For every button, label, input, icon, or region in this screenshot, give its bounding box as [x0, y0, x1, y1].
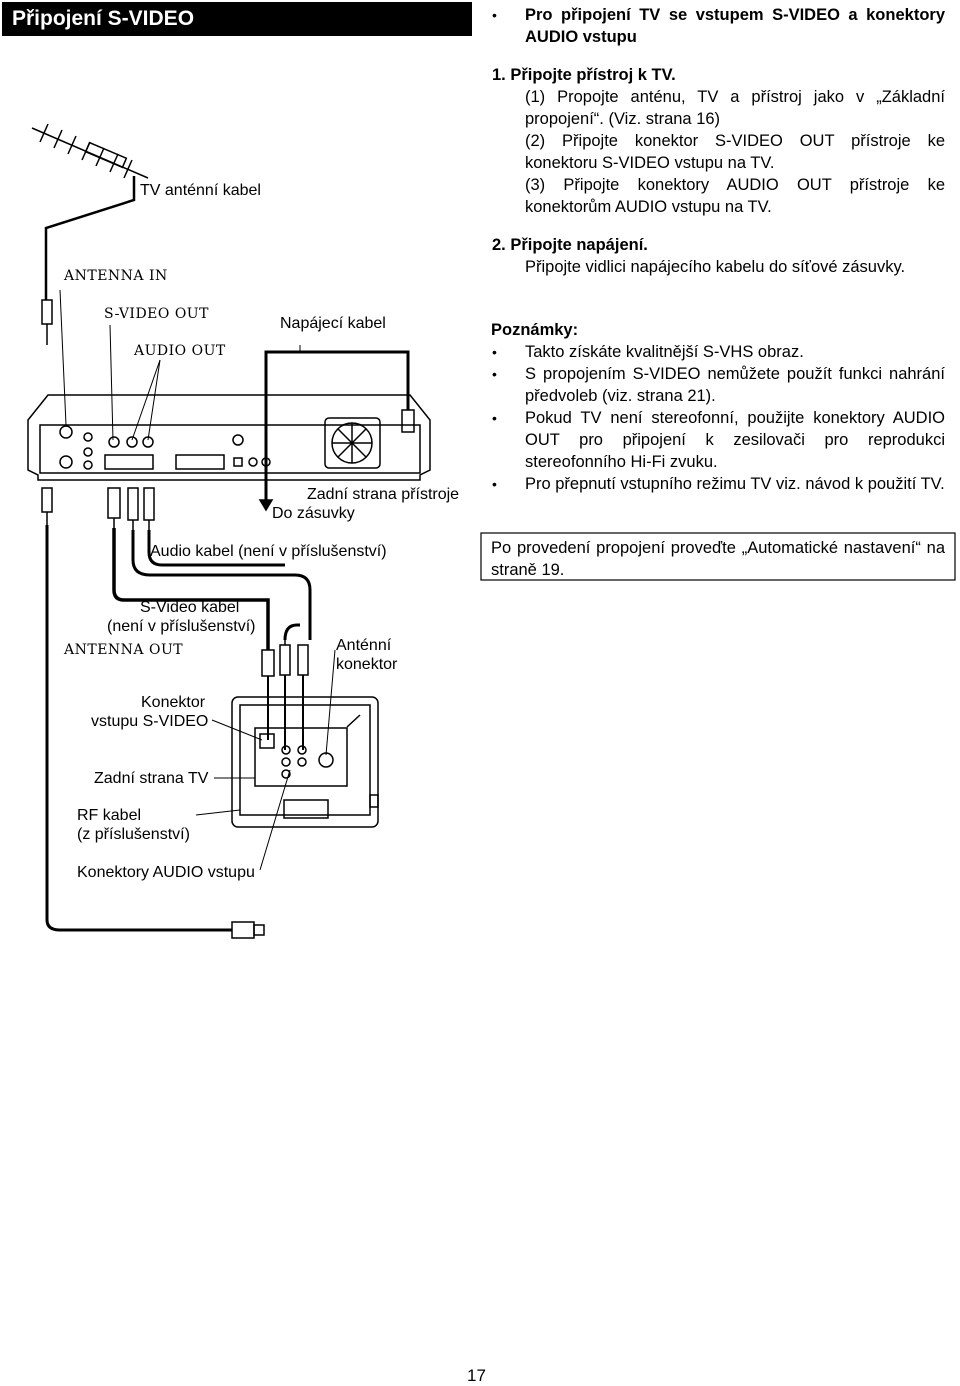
intro-bullet-text: Pro připojení TV se vstupem S-VIDEO a ko…	[525, 6, 945, 46]
note-item: Pokud TV není stereofonní, použijte kone…	[525, 409, 945, 471]
svideo-input-label-2: vstupu S-VIDEO	[91, 713, 209, 730]
device-rear	[27, 394, 431, 481]
step2-heading: 2. Připojte napájení.	[492, 236, 648, 254]
bullet-icon: •	[492, 410, 497, 426]
antenna-in-label: ANTENNA IN	[64, 268, 168, 284]
audio-inputs-label: Konektory AUDIO vstupu	[77, 864, 255, 881]
antenna-icon	[31, 123, 149, 179]
rear-device-label: Zadní strana přístroje	[307, 486, 460, 503]
audio-cable-label: Audio kabel (není v příslušenství)	[150, 543, 387, 560]
auto-setup-note: Po provedení propojení proveďte „Automat…	[491, 539, 945, 579]
svideo-input-label-1: Konektor	[141, 694, 206, 711]
audio-out-label: AUDIO OUT	[134, 343, 226, 359]
power-cable-label: Napájecí kabel	[280, 315, 386, 332]
step1-sub3: (3) Připojte konektory AUDIO OUT přístro…	[525, 176, 945, 216]
page-title: Připojení S-VIDEO	[2, 2, 472, 36]
step2-text: Připojte vidlici napájecího kabelu do sí…	[525, 258, 906, 276]
step1-sub1: (1) Propojte anténu, TV a přístroj jako …	[525, 88, 945, 128]
note-item: Takto získáte kvalitnější S-VHS obraz.	[525, 343, 804, 361]
rf-cable-label-1: RF kabel	[77, 807, 142, 824]
svideo-cable-label-2: (není v příslušenství)	[107, 618, 256, 635]
antenna-connector-label-2: konektor	[336, 656, 398, 673]
bullet-icon: •	[492, 7, 497, 23]
page-number: 17	[467, 1366, 486, 1385]
svideo-out-label: S-VIDEO OUT	[104, 306, 209, 322]
step1-sub2: (2) Připojte konektor S-VIDEO OUT přístr…	[525, 132, 945, 172]
svideo-cable-label-1: S-Video kabel	[140, 599, 240, 616]
tv-antenna-cable-label: TV anténní kabel	[140, 182, 261, 199]
bullet-icon: •	[492, 344, 497, 360]
tv-rear	[231, 696, 379, 828]
bullet-icon: •	[492, 476, 497, 492]
step1-heading: 1. Připojte přístroj k TV.	[492, 66, 676, 84]
notes-heading: Poznámky:	[491, 321, 579, 339]
rf-cable-label-2: (z příslušenství)	[77, 826, 190, 843]
rear-tv-label: Zadní strana TV	[94, 770, 209, 787]
bullet-icon: •	[492, 366, 497, 382]
antenna-out-label: ANTENNA OUT	[64, 642, 184, 658]
antenna-connector-label-1: Anténní	[336, 637, 392, 654]
note-item: S propojením S-VIDEO nemůžete použít fun…	[525, 365, 945, 405]
note-item: Pro přepnutí vstupního režimu TV viz. ná…	[525, 475, 945, 493]
to-outlet-label: Do zásuvky	[272, 505, 355, 522]
